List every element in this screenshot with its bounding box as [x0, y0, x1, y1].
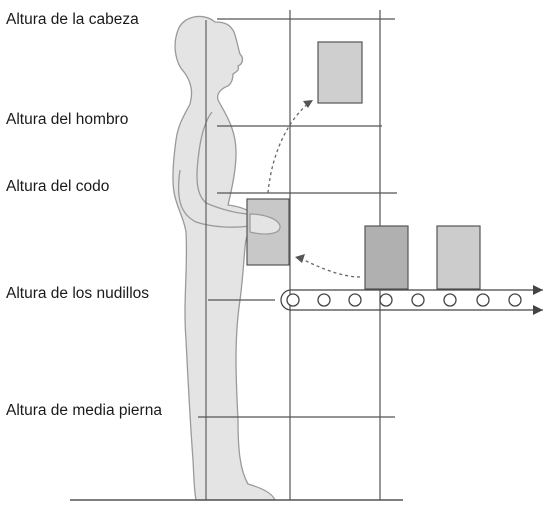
conveyor-box-1 [364, 225, 409, 290]
conveyor-box-2 [436, 225, 481, 290]
label-shoulder-height: Altura del hombro [6, 111, 130, 129]
label-head-height: Altura de la cabeza [6, 11, 140, 29]
lift-arrowhead [303, 100, 313, 108]
label-elbow-height: Altura del codo [6, 178, 111, 196]
person-figure [172, 15, 282, 501]
conveyor-arrowhead-bottom [533, 305, 543, 315]
conveyor-arrowhead-top [533, 285, 543, 295]
shelf-box [317, 41, 363, 104]
label-knuckle-height: Altura de los nudillos [6, 285, 151, 303]
conveyor-belt [280, 285, 543, 315]
transfer-arrowhead [295, 254, 305, 263]
arm-outline [177, 111, 251, 228]
conveyor-rollers [286, 293, 522, 307]
conveyor-outline [280, 289, 543, 311]
lift-arrow-path [267, 101, 311, 194]
transfer-arrow-path [299, 257, 361, 278]
hand [249, 213, 281, 235]
height-reference-lines [70, 18, 403, 501]
label-mid-leg-height: Altura de media pierna [6, 402, 163, 420]
